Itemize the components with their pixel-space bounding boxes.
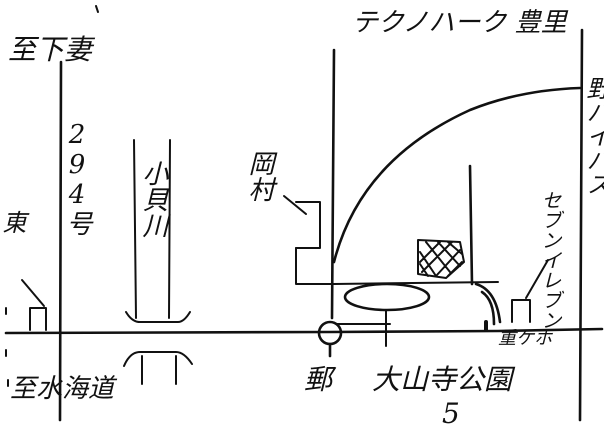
central-road (330, 48, 336, 320)
left-edge-ticks (5, 307, 9, 387)
techno-park-label: テクノハーク 豊里 (352, 8, 567, 38)
east-road (468, 164, 474, 286)
to-shimotsuma-label: 至下妻 (8, 33, 93, 66)
okamura-pointer (283, 195, 307, 215)
route-294-label: 294号 (62, 120, 92, 236)
seven-eleven-box (511, 299, 531, 323)
river-bank-left-top (133, 139, 137, 319)
main-road (4, 327, 604, 335)
bypass-label: 野バイパス (582, 76, 604, 196)
higashi-building (29, 307, 47, 331)
higashi-label: 東 (0, 210, 26, 234)
park-ellipse (343, 282, 431, 312)
seven-eleven-label: セブンイレブン (538, 190, 562, 330)
okamura-block (295, 201, 321, 249)
to-mitsukaido-label: 至水海道 (10, 374, 115, 404)
river-bank-right-top (168, 139, 171, 319)
okamura-lower-line (295, 247, 335, 285)
higashi-pointer (21, 279, 45, 307)
park-area-line (333, 281, 499, 285)
curved-side-road-2 (480, 290, 496, 326)
kokai-river-label: 小貝川 (138, 160, 168, 238)
post-office-label: 郵 (304, 363, 333, 396)
bridge-upper (125, 311, 191, 323)
hatched-building-hatch (419, 241, 463, 277)
signal-label: 重ケホ (498, 328, 552, 349)
curved-side-road (474, 282, 502, 324)
techno-park-road (332, 86, 582, 264)
park-label: 大山寺公園 (372, 363, 513, 396)
seven-eleven-pointer (525, 259, 549, 299)
bridge-lower (123, 351, 193, 367)
bypass-road (578, 28, 584, 422)
route-294-road (58, 60, 63, 422)
top-tick (95, 5, 99, 13)
okamura-label: 岡村 (244, 150, 274, 202)
park-number-label: 5 (442, 397, 460, 430)
